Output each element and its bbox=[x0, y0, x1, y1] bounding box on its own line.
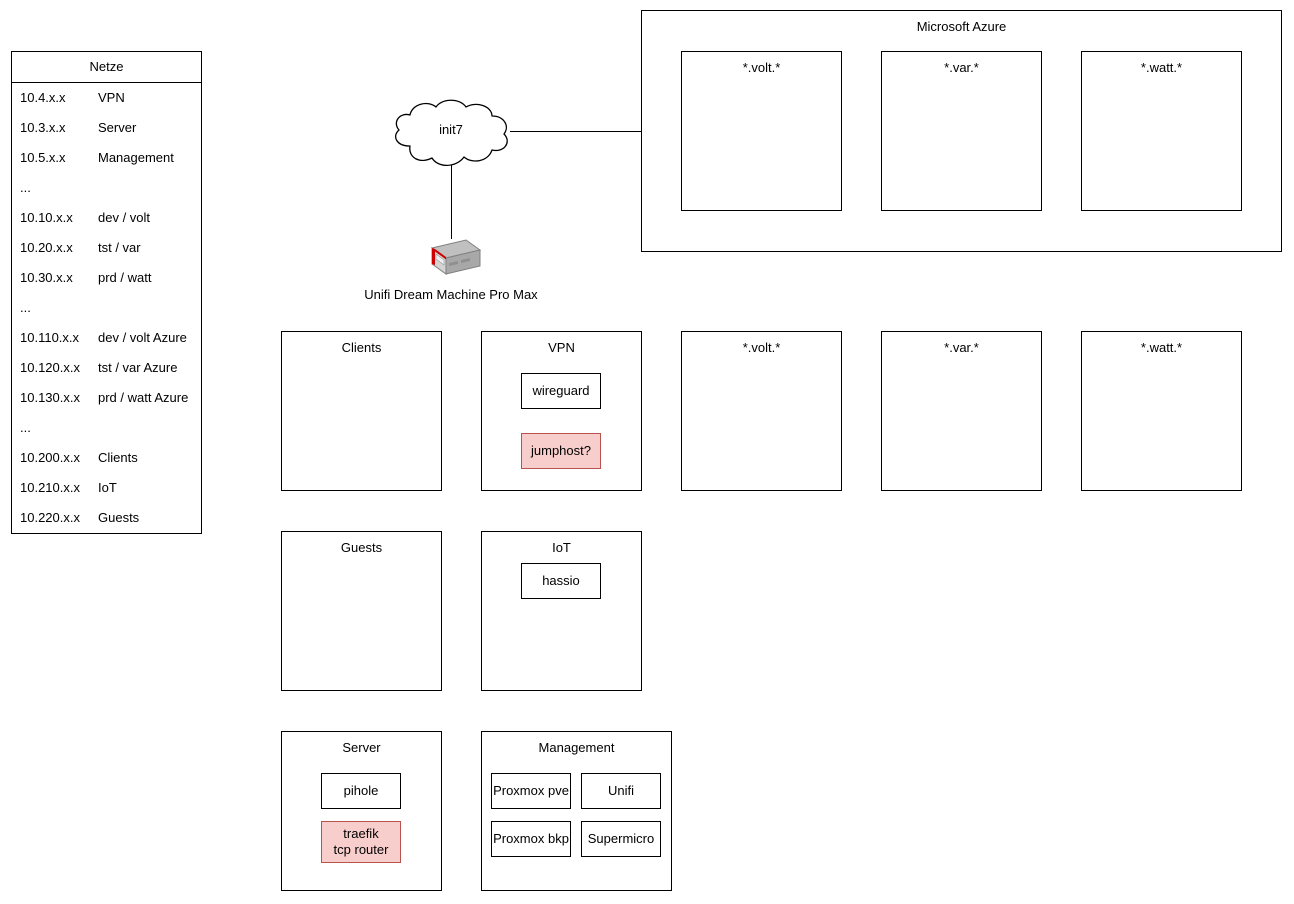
vlan-clients-title: Clients bbox=[341, 340, 382, 355]
netze-cidr: ... bbox=[20, 300, 31, 315]
vlan-iot-title: IoT bbox=[552, 540, 571, 555]
netze-role: Server bbox=[98, 120, 137, 135]
netze-cidr: 10.220.x.x bbox=[20, 510, 80, 525]
netze-legend-table: Netze 10.4.x.x VPN 10.3.x.x Server 10.5.x.x M… bbox=[11, 51, 202, 534]
netze-role: Clients bbox=[98, 450, 138, 465]
netze-legend-title: Netze bbox=[12, 52, 201, 83]
node-proxmox-bkp[interactable]: Proxmox bkp bbox=[491, 821, 571, 857]
node-jumphost[interactable]: jumphost? bbox=[521, 433, 601, 469]
vlan-iot: IoT bbox=[481, 531, 642, 691]
netze-role: VPN bbox=[98, 90, 125, 105]
netze-cidr: 10.10.x.x bbox=[20, 210, 73, 225]
unifi-router-icon bbox=[418, 238, 484, 280]
netze-row: 10.4.x.x VPN bbox=[12, 83, 201, 113]
node-proxmox-bkp-label: Proxmox bkp bbox=[493, 831, 569, 846]
netze-row: 10.110.x.x dev / volt Azure bbox=[12, 323, 201, 353]
netze-role: dev / volt bbox=[98, 210, 151, 225]
netze-row: 10.3.x.x Server bbox=[12, 113, 201, 143]
netze-row: 10.220.x.x Guests bbox=[12, 503, 201, 533]
netze-role: Guests bbox=[98, 510, 140, 525]
cloud-icon bbox=[395, 99, 508, 167]
netze-role: IoT bbox=[98, 480, 117, 495]
netze-cidr: 10.3.x.x bbox=[20, 120, 66, 135]
router-caption: Unifi Dream Machine Pro Max bbox=[364, 287, 538, 302]
vlan-guests: Guests bbox=[281, 531, 442, 691]
azure-zone-var-label: *.var.* bbox=[944, 60, 979, 75]
vlan-clients: Clients bbox=[281, 331, 442, 491]
netze-role: dev / volt Azure bbox=[98, 330, 187, 345]
netze-role: prd / watt bbox=[98, 270, 152, 285]
vlan-var: *.var.* bbox=[881, 331, 1042, 491]
node-supermicro-label: Supermicro bbox=[587, 831, 655, 846]
node-pihole[interactable]: pihole bbox=[321, 773, 401, 809]
netze-row: 10.20.x.x tst / var bbox=[12, 233, 201, 263]
node-traefik-label-line2: tcp router bbox=[333, 842, 389, 857]
node-pihole-label: pihole bbox=[343, 783, 379, 798]
vlan-watt-title: *.watt.* bbox=[1140, 340, 1183, 355]
netze-cidr: ... bbox=[20, 180, 31, 195]
netze-cidr: 10.200.x.x bbox=[20, 450, 80, 465]
azure-zone-volt: *.volt.* bbox=[681, 51, 842, 211]
netze-cidr: 10.4.x.x bbox=[20, 90, 66, 105]
vlan-volt-title: *.volt.* bbox=[742, 340, 781, 355]
netze-role: tst / var bbox=[98, 240, 141, 255]
netze-row: 10.5.x.x Management bbox=[12, 143, 201, 173]
netze-cidr: 10.110.x.x bbox=[20, 330, 80, 345]
netze-cidr: 10.20.x.x bbox=[20, 240, 73, 255]
vlan-vpn-title: VPN bbox=[548, 340, 575, 355]
node-jumphost-label: jumphost? bbox=[531, 443, 591, 458]
connector-cloud-to-router bbox=[451, 165, 452, 239]
netze-cidr: ... bbox=[20, 420, 31, 435]
node-hassio-label: hassio bbox=[542, 573, 580, 588]
node-hassio[interactable]: hassio bbox=[521, 563, 601, 599]
azure-title: Microsoft Azure bbox=[916, 19, 1007, 34]
vlan-watt: *.watt.* bbox=[1081, 331, 1242, 491]
netze-cidr: 10.120.x.x bbox=[20, 360, 80, 375]
netze-row: 10.30.x.x prd / watt bbox=[12, 263, 201, 293]
connector-cloud-to-azure bbox=[510, 131, 641, 132]
vlan-var-title: *.var.* bbox=[944, 340, 979, 355]
node-unifi-label: Unifi bbox=[607, 783, 634, 798]
vlan-volt: *.volt.* bbox=[681, 331, 842, 491]
netze-legend-rows: 10.4.x.x VPN 10.3.x.x Server 10.5.x.x Managem… bbox=[12, 83, 201, 533]
init7-cloud: init7 bbox=[388, 98, 514, 168]
netze-role: prd / watt Azure bbox=[98, 390, 189, 405]
vlan-management: Management bbox=[481, 731, 672, 891]
netze-cidr: 10.30.x.x bbox=[20, 270, 73, 285]
netze-row: 10.120.x.x tst / var Azure bbox=[12, 353, 201, 383]
azure-zone-watt: *.watt.* bbox=[1081, 51, 1242, 211]
node-unifi[interactable]: Unifi bbox=[581, 773, 661, 809]
azure-zone-var: *.var.* bbox=[881, 51, 1042, 211]
netze-cidr: 10.5.x.x bbox=[20, 150, 66, 165]
netze-row-separator: ... bbox=[12, 173, 201, 203]
node-supermicro[interactable]: Supermicro bbox=[581, 821, 661, 857]
azure-zone-watt-label: *.watt.* bbox=[1140, 60, 1183, 75]
node-wireguard-label: wireguard bbox=[532, 383, 590, 398]
netze-cidr: 10.210.x.x bbox=[20, 480, 80, 495]
vlan-vpn: VPN bbox=[481, 331, 642, 491]
netze-row: 10.130.x.x prd / watt Azure bbox=[12, 383, 201, 413]
node-traefik-tcp-router[interactable]: traefik tcp router bbox=[321, 821, 401, 863]
node-wireguard[interactable]: wireguard bbox=[521, 373, 601, 409]
vlan-server: Server bbox=[281, 731, 442, 891]
netze-cidr: 10.130.x.x bbox=[20, 390, 80, 405]
netze-row: 10.210.x.x IoT bbox=[12, 473, 201, 503]
cloud-label: init7 bbox=[439, 122, 463, 137]
netze-row-separator: ... bbox=[12, 293, 201, 323]
node-proxmox-pve-label: Proxmox pve bbox=[493, 783, 569, 798]
node-proxmox-pve[interactable]: Proxmox pve bbox=[491, 773, 571, 809]
netze-role: Management bbox=[98, 150, 174, 165]
vlan-management-title: Management bbox=[538, 740, 615, 755]
vlan-guests-title: Guests bbox=[340, 540, 383, 555]
netze-row: 10.200.x.x Clients bbox=[12, 443, 201, 473]
netze-row-separator: ... bbox=[12, 413, 201, 443]
node-traefik-label-line1: traefik bbox=[343, 826, 379, 841]
netze-role: tst / var Azure bbox=[98, 360, 178, 375]
azure-zone-volt-label: *.volt.* bbox=[742, 60, 781, 75]
netze-row: 10.10.x.x dev / volt bbox=[12, 203, 201, 233]
vlan-server-title: Server bbox=[342, 740, 381, 755]
